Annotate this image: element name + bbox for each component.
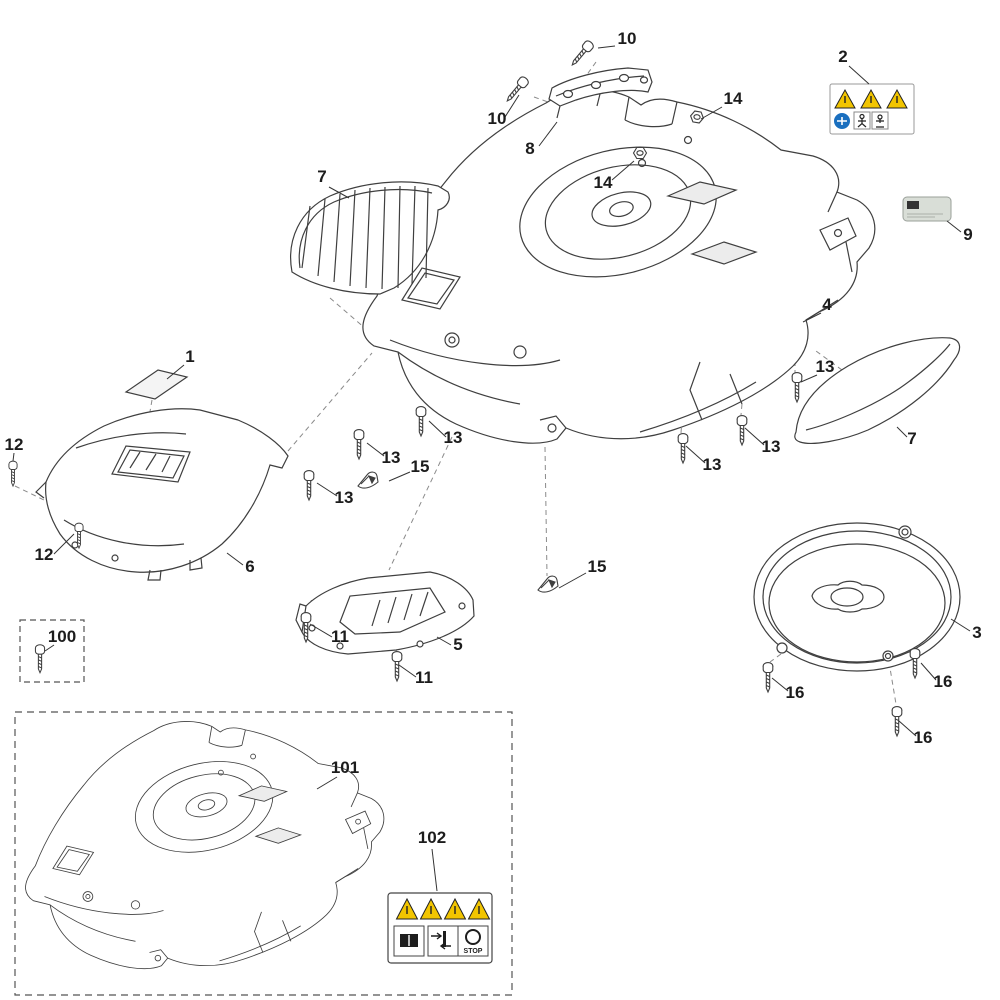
callout-10: 10 bbox=[488, 109, 507, 128]
callout-16: 16 bbox=[934, 672, 953, 691]
clip-15 bbox=[537, 575, 559, 593]
callout-11: 11 bbox=[415, 668, 433, 687]
front-cover bbox=[35, 408, 289, 581]
callout-1: 1 bbox=[185, 347, 194, 366]
callout-13: 13 bbox=[816, 357, 835, 376]
screw-13 bbox=[303, 470, 315, 501]
callout-4: 4 bbox=[822, 295, 832, 314]
screw-13 bbox=[677, 433, 689, 464]
screw-100 bbox=[34, 644, 46, 674]
screw-13 bbox=[791, 372, 803, 403]
callout-3: 3 bbox=[972, 623, 981, 642]
callout-6: 6 bbox=[245, 557, 254, 576]
callout-8: 8 bbox=[525, 139, 534, 158]
blade-ring bbox=[753, 522, 961, 672]
stop-text: STOP bbox=[464, 948, 483, 955]
callout-14: 14 bbox=[594, 173, 613, 192]
callout-10: 10 bbox=[618, 29, 637, 48]
screw-13 bbox=[415, 406, 427, 437]
callout-102: 102 bbox=[418, 828, 446, 847]
callout-12: 12 bbox=[5, 435, 24, 454]
screw-10 bbox=[503, 74, 531, 105]
callout-15: 15 bbox=[588, 557, 607, 576]
callout-14: 14 bbox=[724, 89, 743, 108]
callout-13: 13 bbox=[762, 437, 781, 456]
callout-2: 2 bbox=[838, 47, 847, 66]
callout-5: 5 bbox=[453, 635, 462, 654]
callout-13: 13 bbox=[382, 448, 401, 467]
screw-16 bbox=[891, 706, 903, 737]
screw-13 bbox=[353, 429, 365, 460]
bystander-icon bbox=[857, 113, 867, 128]
callout-100: 100 bbox=[48, 627, 76, 646]
screw-10 bbox=[568, 38, 596, 69]
nut-14 bbox=[632, 146, 648, 160]
screw-13 bbox=[736, 415, 748, 446]
callout-9: 9 bbox=[963, 225, 972, 244]
callouts: 10 10 8 14 14 2 7 9 4 13 7 1 12 12 13 13… bbox=[5, 29, 982, 847]
info-label bbox=[902, 196, 952, 222]
belly-pan bbox=[295, 571, 475, 655]
callout-12: 12 bbox=[35, 545, 54, 564]
callout-7: 7 bbox=[907, 429, 916, 448]
adjust-arrows-icon bbox=[431, 931, 451, 950]
callout-7: 7 bbox=[317, 167, 326, 186]
stihl-logo bbox=[907, 201, 919, 209]
callout-16: 16 bbox=[786, 683, 805, 702]
callout-101: 101 bbox=[331, 758, 359, 777]
cable-bracket bbox=[548, 67, 653, 119]
manual-book-icon bbox=[400, 934, 418, 947]
callout-16: 16 bbox=[914, 728, 933, 747]
vent-grille-left bbox=[290, 181, 450, 295]
callout-13: 13 bbox=[444, 428, 463, 447]
warning-label bbox=[829, 83, 915, 135]
panel-insert bbox=[124, 369, 189, 400]
screw-16 bbox=[909, 648, 921, 679]
inset-variant-box bbox=[14, 711, 513, 996]
blade-hazard-icon bbox=[876, 114, 884, 128]
callout-11: 11 bbox=[331, 627, 349, 646]
callout-13: 13 bbox=[335, 488, 354, 507]
callout-15: 15 bbox=[411, 457, 430, 476]
option-box-100 bbox=[19, 619, 85, 683]
screw-12 bbox=[8, 460, 18, 487]
trim-strip-right bbox=[794, 337, 961, 444]
screw-16 bbox=[762, 662, 774, 693]
leader-lines bbox=[12, 45, 971, 892]
stop-icon: STOP bbox=[464, 929, 483, 955]
callout-13: 13 bbox=[703, 455, 722, 474]
clip-15 bbox=[357, 471, 379, 489]
pictogram-label-102: STOP bbox=[387, 892, 493, 964]
